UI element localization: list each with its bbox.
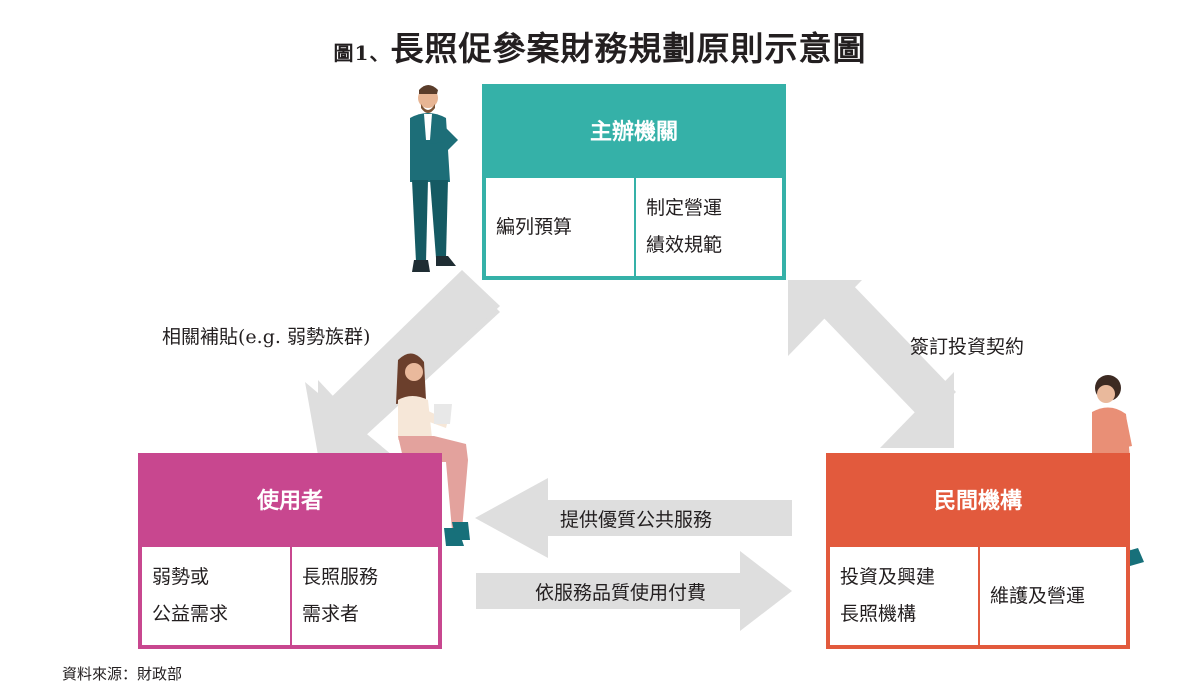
user-demand-line2: 需求者 <box>302 603 360 625</box>
authority-regulation-line2: 績效規範 <box>646 234 723 256</box>
payment-arrow <box>476 551 792 631</box>
contract-label: 簽訂投資契約 <box>910 336 1025 358</box>
source-note: 資料來源：財政部 <box>62 665 183 683</box>
authority-box: 主辦機關 編列預算 制定營運 績效規範 <box>482 84 786 280</box>
user-box: 使用者 弱勢或 公益需求 長照服務 需求者 <box>138 453 442 649</box>
private-title: 民間機構 <box>933 488 1022 514</box>
user-cell-demand: 長照服務 需求者 <box>292 547 438 645</box>
private-operate-text: 維護及營運 <box>990 584 1086 607</box>
user-cell-welfare: 弱勢或 公益需求 <box>142 547 290 645</box>
subsidy-arrow-head <box>305 382 392 455</box>
private-cell-invest: 投資及興建 長照機構 <box>830 547 978 645</box>
title-prefix: 圖1、 <box>333 41 391 65</box>
authority-regulation-line1: 制定營運 <box>646 197 723 219</box>
title-main: 長照促參案財務規劃原則示意圖 <box>390 29 867 68</box>
user-welfare-line1: 弱勢或 <box>152 566 210 588</box>
authority-cell-budget: 編列預算 <box>486 178 634 276</box>
authority-title: 主辦機關 <box>589 119 678 145</box>
contract-arrow <box>788 280 956 448</box>
payment-label: 依服務品質使用付費 <box>535 582 707 604</box>
authority-budget-text: 編列預算 <box>496 215 573 238</box>
diagram-title: 圖1、長照促參案財務規劃原則示意圖 <box>0 22 1200 70</box>
sitting-woman-illustration <box>396 353 470 546</box>
private-invest-line2: 長照機構 <box>840 603 917 625</box>
subsidy-label: 相關補貼(e.g. 弱勢族群) <box>162 326 371 348</box>
authority-cell-regulation: 制定營運 績效規範 <box>636 178 782 276</box>
user-welfare-line2: 公益需求 <box>152 603 229 625</box>
user-title: 使用者 <box>256 488 323 514</box>
user-demand-line1: 長照服務 <box>302 566 379 588</box>
private-invest-line1: 投資及興建 <box>840 566 936 588</box>
man-figure-illustration <box>410 85 458 272</box>
service-label: 提供優質公共服務 <box>560 509 713 531</box>
private-institution-box: 民間機構 投資及興建 長照機構 維護及營運 <box>826 453 1130 649</box>
private-cell-operate: 維護及營運 <box>980 547 1126 645</box>
service-arrow <box>475 478 792 558</box>
